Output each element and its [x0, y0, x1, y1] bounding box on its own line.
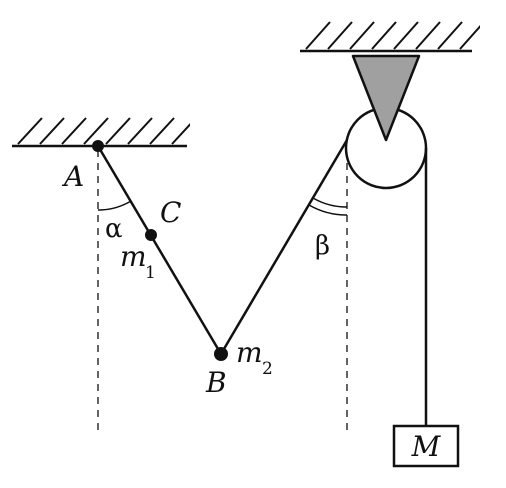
label-mass-m1-sub: 1	[145, 263, 156, 283]
right-ceiling	[300, 21, 480, 53]
label-mass-big: M	[411, 430, 442, 463]
arc-alpha	[97, 200, 132, 211]
mass-box	[392, 424, 460, 468]
points	[92, 140, 228, 361]
string-a-to-b	[96, 145, 223, 355]
angle-arcs	[97, 197, 348, 216]
vertical-reference-lines	[97, 150, 348, 435]
label-point-b: B	[205, 366, 227, 399]
string-b-to-pulley	[219, 139, 349, 355]
strings	[96, 139, 428, 426]
pulley-bracket	[351, 54, 421, 142]
point-a-dot	[92, 140, 104, 152]
arc-beta-inner	[312, 197, 348, 208]
pulley	[344, 54, 428, 190]
label-angle-beta: β	[315, 231, 330, 261]
label-angle-alpha: α	[105, 214, 123, 244]
label-mass-m2-sub: 2	[262, 359, 273, 379]
point-b-dot	[214, 347, 228, 361]
arc-beta-outer	[308, 204, 348, 216]
label-point-c: C	[160, 196, 181, 229]
label-mass-m2: m	[236, 336, 263, 369]
point-c-dot	[145, 229, 157, 241]
label-mass-m1: m	[120, 240, 147, 273]
left-ceiling	[12, 117, 190, 148]
label-point-a: A	[61, 160, 84, 193]
